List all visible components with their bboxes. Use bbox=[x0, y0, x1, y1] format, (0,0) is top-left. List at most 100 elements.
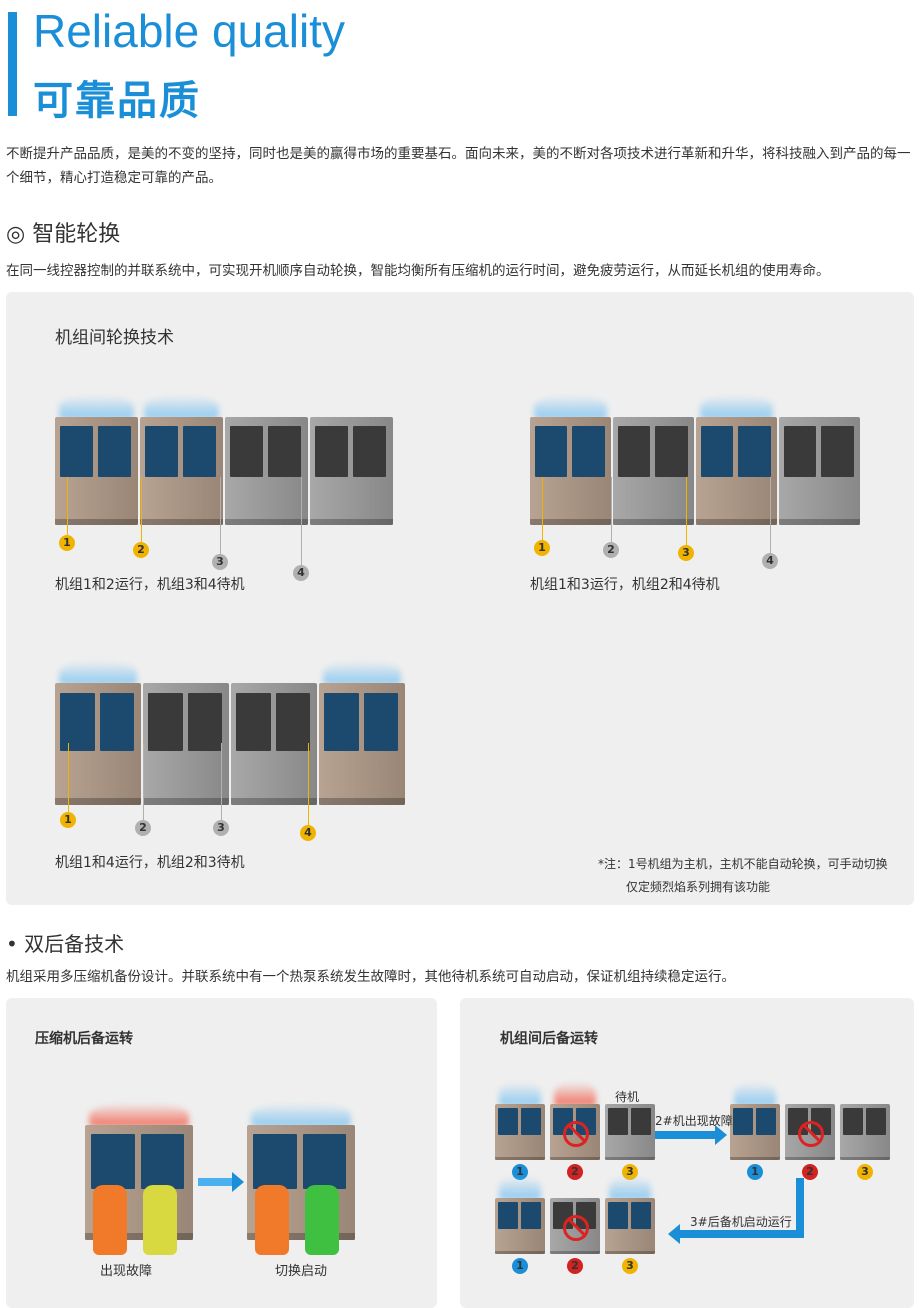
fan-panel bbox=[821, 425, 854, 478]
step2-label: 3#后备机启动运行 bbox=[690, 1215, 792, 1229]
outdoor-unit bbox=[530, 417, 611, 525]
fan-panel bbox=[738, 425, 771, 478]
leader-line bbox=[301, 477, 302, 565]
unit-number-3: 3 bbox=[678, 545, 694, 561]
airflow-cool bbox=[323, 661, 401, 685]
compressor-right bbox=[143, 1185, 177, 1255]
outdoor-unit bbox=[140, 417, 223, 525]
fan-panel bbox=[700, 425, 734, 478]
unit-base bbox=[140, 518, 223, 525]
unit-base bbox=[319, 797, 405, 805]
group-caption: 机组1和4运行，机组2和3待机 bbox=[55, 855, 245, 871]
unit-number-3: 3 bbox=[213, 820, 229, 836]
airflow-hot bbox=[89, 1103, 189, 1127]
unit-base bbox=[55, 518, 138, 525]
fan-panel bbox=[617, 425, 651, 478]
compressor-left bbox=[93, 1185, 127, 1255]
unit-number-2: 2 bbox=[603, 542, 619, 558]
fan-panel bbox=[655, 425, 688, 478]
unit-number-1: 1 bbox=[60, 812, 76, 828]
outdoor-unit bbox=[55, 683, 141, 805]
unit-base bbox=[310, 518, 393, 525]
unit-backup-title: 机组间后备运转 bbox=[500, 1031, 598, 1047]
unit-number-3: 3 bbox=[212, 554, 228, 570]
leader-line bbox=[770, 477, 771, 553]
page-title-cn: 可靠品质 bbox=[33, 78, 201, 124]
fan-panel bbox=[144, 425, 179, 478]
compressor-backup-title: 压缩机后备运转 bbox=[35, 1031, 133, 1047]
caption-switch: 切换启动 bbox=[275, 1264, 328, 1279]
unit-number-1: 1 bbox=[534, 540, 550, 556]
airflow-cool bbox=[534, 395, 607, 419]
unit-base bbox=[55, 797, 141, 805]
leader-line bbox=[221, 743, 222, 820]
group-caption: 机组1和3运行，机组2和4待机 bbox=[530, 577, 720, 593]
unit-base bbox=[779, 518, 860, 525]
leader-line bbox=[611, 477, 612, 542]
unit-base bbox=[613, 518, 694, 525]
airflow-cool bbox=[144, 395, 219, 419]
compressor-left bbox=[255, 1185, 289, 1255]
fan-panel bbox=[60, 692, 95, 752]
fan-panel bbox=[353, 425, 387, 478]
unit-base bbox=[85, 1233, 193, 1240]
note-line-1: *注：1号机组为主机，主机不能自动轮换，可手动切换 bbox=[598, 857, 888, 871]
unit-base bbox=[143, 797, 229, 805]
fan-panel bbox=[314, 425, 349, 478]
fan-panel bbox=[183, 425, 217, 478]
standby-label: 待机 bbox=[615, 1090, 640, 1104]
airflow-cool bbox=[59, 661, 137, 685]
leader-line bbox=[67, 477, 68, 535]
fan-panel bbox=[99, 692, 135, 752]
unit-number-1: 1 bbox=[59, 535, 75, 551]
unit-base bbox=[247, 1233, 355, 1240]
section-desc-rotation: 在同一线控器控制的并联系统中，可实现开机顺序自动轮换，智能均衡所有压缩机的运行时… bbox=[6, 263, 830, 279]
fan-panel bbox=[363, 692, 399, 752]
leader-line bbox=[68, 743, 69, 812]
fan-panel bbox=[187, 692, 223, 752]
compressor-illustration bbox=[0, 1090, 437, 1260]
outdoor-unit bbox=[247, 1125, 355, 1240]
unit-base bbox=[530, 518, 611, 525]
fan-panel bbox=[98, 425, 132, 478]
leader-line bbox=[220, 477, 221, 554]
caption-fault: 出现故障 bbox=[100, 1264, 153, 1279]
fan-panel bbox=[572, 425, 605, 478]
fan-panel bbox=[324, 692, 359, 752]
unit-number-4: 4 bbox=[300, 825, 316, 841]
fan-panel bbox=[275, 692, 311, 752]
section-heading-backup: • 双后备技术 bbox=[6, 932, 125, 956]
fan-panel bbox=[253, 1134, 297, 1190]
step1-label: 2#机出现故障 bbox=[655, 1114, 733, 1128]
outdoor-unit bbox=[225, 417, 308, 525]
fan-panel bbox=[534, 425, 568, 478]
airflow-cool bbox=[59, 395, 134, 419]
compressor-backup-panel bbox=[6, 998, 437, 1308]
section-heading-rotation: ◎ 智能轮换 bbox=[6, 222, 121, 247]
fan-panel bbox=[91, 1134, 135, 1190]
rotation-panel-title: 机组间轮换技术 bbox=[55, 328, 174, 348]
unit-base bbox=[696, 518, 777, 525]
unit-base bbox=[231, 797, 317, 805]
fan-panel bbox=[268, 425, 302, 478]
leader-line bbox=[143, 743, 144, 820]
unit-number-4: 4 bbox=[293, 565, 309, 581]
unit-number-2: 2 bbox=[135, 820, 151, 836]
group-caption: 机组1和2运行，机组3和4待机 bbox=[55, 577, 245, 593]
title-accent-bar bbox=[8, 12, 17, 116]
airflow-cool bbox=[251, 1103, 351, 1127]
fan-panel bbox=[783, 425, 817, 478]
fan-panel bbox=[141, 1134, 185, 1190]
fan-panel bbox=[303, 1134, 347, 1190]
outdoor-unit bbox=[779, 417, 860, 525]
airflow-cool bbox=[700, 395, 773, 419]
fan-panel bbox=[229, 425, 264, 478]
outdoor-unit bbox=[319, 683, 405, 805]
leader-line bbox=[686, 477, 687, 545]
outdoor-unit bbox=[310, 417, 393, 525]
leader-line bbox=[308, 743, 309, 825]
unit-base bbox=[225, 518, 308, 525]
outdoor-unit bbox=[55, 417, 138, 525]
outdoor-unit bbox=[231, 683, 317, 805]
